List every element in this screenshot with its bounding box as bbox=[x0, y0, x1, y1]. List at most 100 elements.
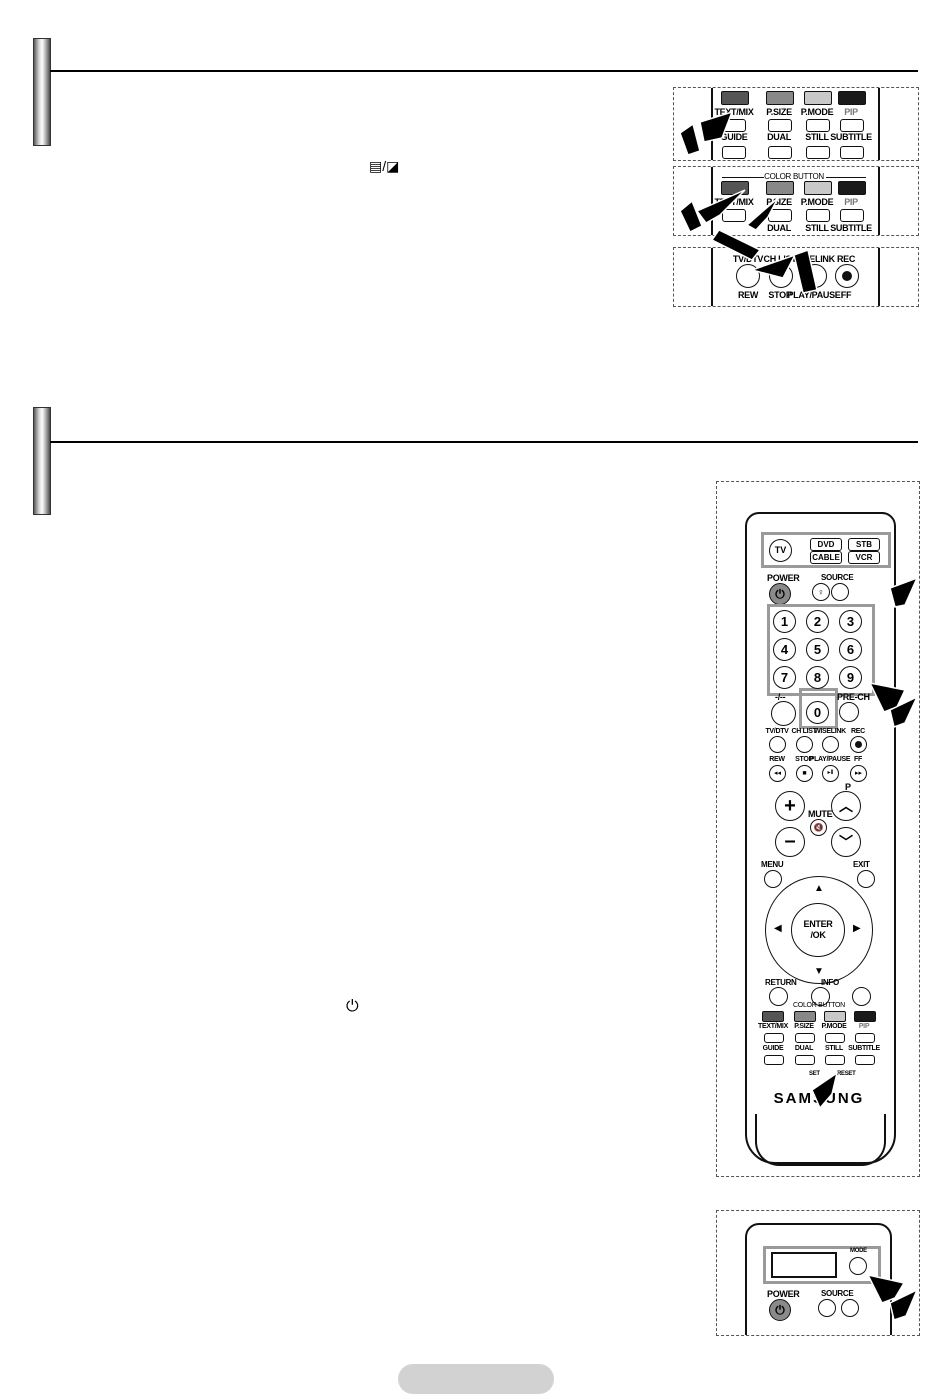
nav-down-icon[interactable]: ▼ bbox=[814, 966, 824, 977]
dvd-button[interactable]: DVD bbox=[810, 538, 842, 551]
still-button[interactable] bbox=[806, 146, 830, 159]
label-dual: DUAL bbox=[767, 223, 791, 233]
green-button[interactable] bbox=[766, 91, 794, 105]
guide-button[interactable] bbox=[722, 146, 746, 159]
vcr-button[interactable]: VCR bbox=[848, 551, 880, 564]
power-button[interactable]: ⏻ bbox=[769, 1299, 791, 1321]
arrow-6 bbox=[710, 229, 762, 261]
light-button[interactable]: ♀ bbox=[812, 583, 830, 601]
source-button[interactable] bbox=[841, 1299, 859, 1317]
red-button[interactable] bbox=[721, 91, 749, 105]
rew-button[interactable]: ◂◂ bbox=[769, 765, 786, 782]
green-button[interactable] bbox=[794, 1011, 816, 1022]
textmix-button[interactable] bbox=[722, 209, 746, 222]
label-chlist: CH LIST bbox=[791, 728, 817, 735]
nav-right-icon[interactable]: ▶ bbox=[853, 923, 861, 934]
textmix-button[interactable] bbox=[764, 1033, 784, 1043]
text-mix-glyph: ▤/◪ bbox=[369, 158, 400, 174]
label-guide: GUIDE bbox=[762, 1045, 784, 1052]
exit-button[interactable] bbox=[857, 870, 875, 888]
stb-button[interactable]: STB bbox=[848, 538, 880, 551]
digit-9-button[interactable]: 9 bbox=[839, 666, 862, 689]
pip-button[interactable] bbox=[855, 1033, 875, 1043]
label-power: POWER bbox=[767, 1289, 800, 1299]
digit-3-button[interactable]: 3 bbox=[839, 610, 862, 633]
power-button[interactable]: ⏻ bbox=[769, 583, 791, 605]
dash-button[interactable] bbox=[771, 701, 796, 726]
digit-0-button[interactable]: 0 bbox=[806, 701, 829, 724]
chlist-button[interactable] bbox=[796, 736, 813, 753]
label-p: P bbox=[845, 782, 851, 792]
color-button-header: COLOR BUTTON bbox=[764, 172, 824, 181]
label-ok: /OK bbox=[810, 930, 826, 940]
channel-down-button[interactable]: ﹀ bbox=[831, 827, 861, 857]
pmode-button[interactable] bbox=[806, 119, 830, 132]
digit-6-button[interactable]: 6 bbox=[839, 638, 862, 661]
green-button[interactable] bbox=[766, 181, 794, 195]
subtitle-button[interactable] bbox=[855, 1055, 875, 1065]
rec-button[interactable] bbox=[850, 736, 867, 753]
zero-highlight bbox=[799, 688, 838, 729]
tv-button[interactable]: TV bbox=[769, 539, 792, 562]
yellow-button[interactable] bbox=[804, 91, 832, 105]
digit-5-button[interactable]: 5 bbox=[806, 638, 829, 661]
arrow-3 bbox=[679, 199, 703, 234]
label-rew: REW bbox=[737, 290, 759, 300]
guide-button[interactable] bbox=[764, 1055, 784, 1065]
enter-ok-button[interactable]: ENTER /OK bbox=[791, 903, 845, 957]
digit-2-button[interactable]: 2 bbox=[806, 610, 829, 633]
menu-button[interactable] bbox=[764, 870, 782, 888]
mode-highlight bbox=[763, 1246, 881, 1284]
ff-button[interactable]: ▸▸ bbox=[850, 765, 867, 782]
pmode-button[interactable] bbox=[825, 1033, 845, 1043]
digit-8-button[interactable]: 8 bbox=[806, 666, 829, 689]
digit-1-button[interactable]: 1 bbox=[773, 610, 796, 633]
nav-left-icon[interactable]: ◀ bbox=[774, 923, 782, 934]
light-button[interactable] bbox=[818, 1299, 836, 1317]
still-button[interactable] bbox=[825, 1055, 845, 1065]
channel-up-button[interactable]: ︿ bbox=[831, 791, 861, 821]
return-button[interactable] bbox=[769, 987, 788, 1006]
label-tvdtv: TV/DTV bbox=[732, 254, 764, 264]
red-button[interactable] bbox=[762, 1011, 784, 1022]
volume-down-button[interactable]: – bbox=[775, 827, 805, 857]
label-dual: DUAL bbox=[767, 132, 791, 142]
lcd-display bbox=[771, 1252, 837, 1278]
yellow-button[interactable] bbox=[804, 181, 832, 195]
dual-button[interactable] bbox=[768, 146, 792, 159]
power-glyph: ⏻ bbox=[346, 998, 359, 1015]
source-button[interactable] bbox=[831, 583, 849, 601]
nav-up-icon[interactable]: ▲ bbox=[814, 883, 824, 894]
rec-button[interactable] bbox=[835, 264, 859, 288]
yellow-button[interactable] bbox=[824, 1011, 846, 1022]
wiselink-button[interactable] bbox=[822, 736, 839, 753]
arrow-13 bbox=[866, 1273, 906, 1304]
pip-button[interactable] bbox=[840, 209, 864, 222]
prech-button[interactable] bbox=[839, 702, 859, 722]
mute-button[interactable]: 🔇 bbox=[810, 819, 827, 836]
psize-button[interactable] bbox=[795, 1033, 815, 1043]
volume-up-button[interactable]: + bbox=[775, 791, 805, 821]
digit-7-button[interactable]: 7 bbox=[773, 666, 796, 689]
subtitle-button[interactable] bbox=[840, 146, 864, 159]
dual-button[interactable] bbox=[795, 1055, 815, 1065]
playpause-button[interactable]: ▸‖ bbox=[822, 765, 839, 782]
blue-button[interactable] bbox=[838, 91, 866, 105]
blue-button[interactable] bbox=[838, 181, 866, 195]
label-dash: -/-- bbox=[775, 692, 786, 702]
label-set: SET bbox=[809, 1071, 820, 1077]
blue-button[interactable] bbox=[854, 1011, 876, 1022]
pmode-button[interactable] bbox=[806, 209, 830, 222]
anynet-button[interactable] bbox=[852, 987, 871, 1006]
label-psize: P.SIZE bbox=[766, 197, 792, 207]
stop-button[interactable]: ■ bbox=[796, 765, 813, 782]
digit-4-button[interactable]: 4 bbox=[773, 638, 796, 661]
mode-button[interactable] bbox=[849, 1257, 867, 1275]
tvdtv-button[interactable] bbox=[769, 736, 786, 753]
label-menu: MENU bbox=[761, 860, 784, 869]
info-button[interactable] bbox=[811, 987, 830, 1006]
psize-button[interactable] bbox=[768, 119, 792, 132]
cable-button[interactable]: CABLE bbox=[810, 551, 842, 564]
pip-button[interactable] bbox=[840, 119, 864, 132]
